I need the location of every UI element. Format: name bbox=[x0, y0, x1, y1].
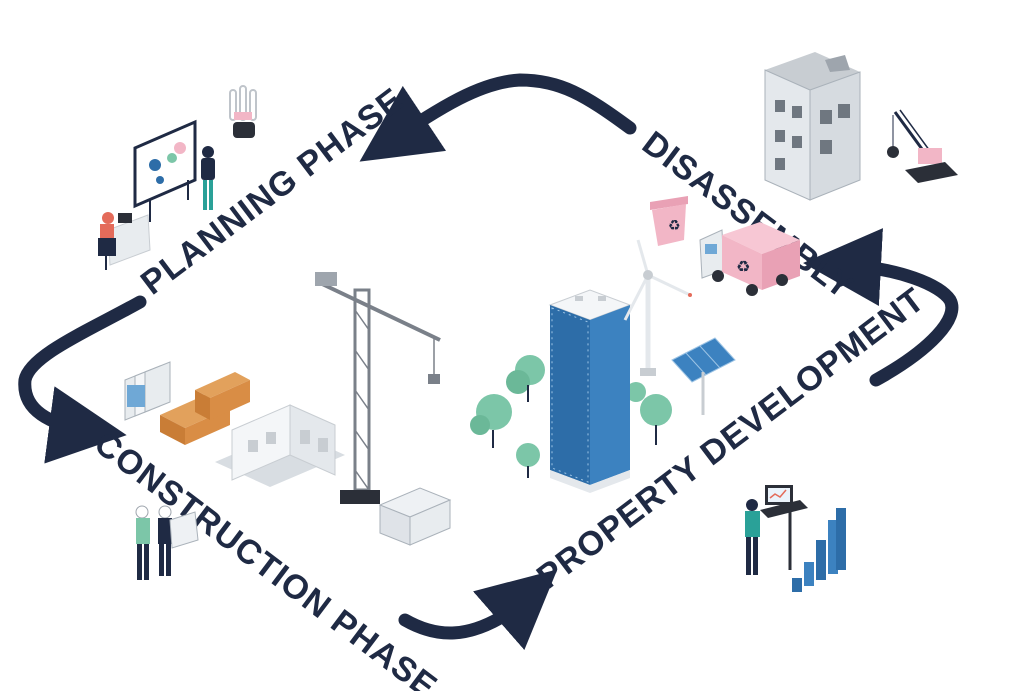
label-planning-phase: PLANNING PHASE bbox=[134, 81, 411, 303]
demolished-building-icon bbox=[764, 52, 861, 201]
wrecking-crane-icon bbox=[887, 109, 958, 183]
recycling-bin-icon: ♻ bbox=[650, 196, 688, 246]
svg-text:♻: ♻ bbox=[668, 218, 681, 234]
growth-bars-icon bbox=[792, 508, 846, 592]
trees-icon bbox=[470, 355, 672, 478]
whiteboard-icon bbox=[133, 119, 197, 222]
cycle-arrows bbox=[18, 73, 959, 651]
arrow-construction-to-property bbox=[398, 569, 558, 651]
steel-beams-icon bbox=[378, 487, 452, 546]
presenter-person-icon bbox=[201, 146, 215, 210]
building-under-construction-icon bbox=[215, 404, 345, 487]
brick-stacks-icon bbox=[160, 372, 250, 445]
wind-turbine-icon bbox=[623, 239, 692, 376]
desk-worker-icon bbox=[98, 212, 151, 270]
construction-illustration bbox=[124, 272, 452, 580]
arrow-disassembly-to-planning bbox=[359, 73, 637, 162]
recycling-truck-icon: ♻ bbox=[699, 222, 800, 296]
arrow-planning-to-construction bbox=[18, 295, 147, 464]
solar-panel-icon bbox=[671, 337, 736, 415]
planning-illustration bbox=[98, 85, 257, 270]
tower-crane-icon bbox=[315, 272, 441, 504]
arrow-property-to-disassembly bbox=[803, 228, 959, 387]
svg-text:♻: ♻ bbox=[736, 257, 750, 276]
disassembly-illustration: ♻ ♻ bbox=[650, 52, 958, 296]
analyst-desk-icon bbox=[745, 485, 808, 575]
skyscraper-icon bbox=[548, 289, 632, 493]
lightbulb-icon bbox=[229, 85, 257, 138]
engineers-icon bbox=[135, 505, 199, 580]
insulation-panels-icon bbox=[124, 361, 171, 421]
property-illustration bbox=[470, 239, 846, 592]
